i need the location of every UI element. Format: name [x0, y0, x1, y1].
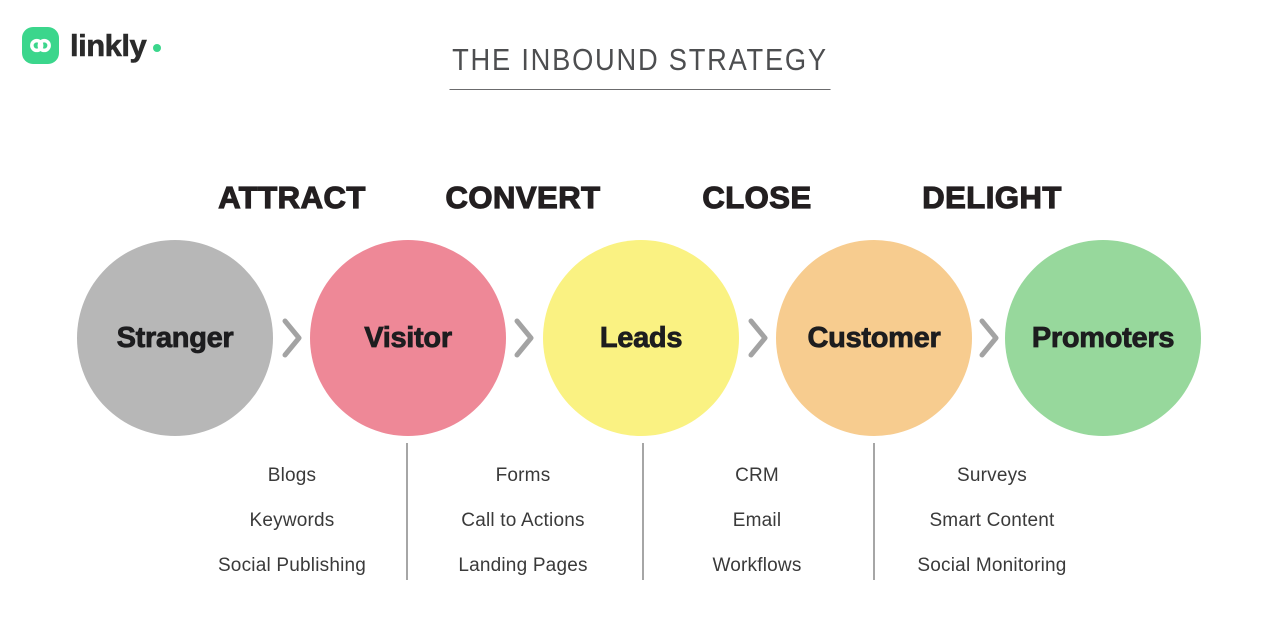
persona-circle-stranger: Stranger [77, 240, 273, 436]
tool-item: Blogs [267, 465, 317, 486]
stage-label-delight: DELIGHT [922, 179, 1062, 215]
column-divider [873, 443, 875, 580]
page-title: THE INBOUND STRATEGY [452, 42, 828, 77]
persona-label: Stranger [116, 321, 234, 354]
tool-item: Smart Content [929, 510, 1055, 531]
tools-attract: Blogs Keywords Social Publishing [142, 464, 442, 599]
tool-item: Call to Actions [461, 510, 585, 531]
persona-label: Visitor [364, 321, 453, 354]
chevron-right-icon [979, 318, 999, 358]
tool-item: Keywords [249, 510, 335, 531]
chevron-right-icon [514, 318, 534, 358]
page-title-underline: THE INBOUND STRATEGY [449, 42, 831, 90]
persona-circle-leads: Leads [543, 240, 739, 436]
tool-item: Surveys [956, 465, 1028, 486]
brand-logo: linkly [22, 27, 162, 64]
stage-label-close: CLOSE [702, 179, 812, 215]
persona-circle-promoters: Promoters [1005, 240, 1201, 436]
column-divider [406, 443, 408, 580]
tool-item: CRM [735, 465, 779, 486]
persona-label: Customer [807, 321, 941, 354]
stage-label-attract: ATTRACT [218, 179, 366, 215]
persona-label: Leads [599, 321, 683, 354]
tool-item: Social Publishing [217, 555, 367, 576]
link-infinity-icon [22, 27, 59, 64]
tool-item: Landing Pages [458, 555, 588, 576]
persona-label: Promoters [1031, 321, 1175, 354]
tools-delight: Surveys Smart Content Social Monitoring [842, 464, 1142, 599]
tool-item: Email [732, 510, 782, 531]
tools-close: CRM Email Workflows [607, 464, 907, 599]
persona-circle-customer: Customer [776, 240, 972, 436]
persona-circle-visitor: Visitor [310, 240, 506, 436]
stage-label-convert: CONVERT [445, 179, 601, 215]
tool-item: Social Monitoring [917, 555, 1067, 576]
tool-item: Forms [495, 465, 551, 486]
chevron-right-icon [748, 318, 768, 358]
chevron-right-icon [282, 318, 302, 358]
tools-convert: Forms Call to Actions Landing Pages [373, 464, 673, 599]
column-divider [642, 443, 644, 580]
tool-item: Workflows [712, 555, 802, 576]
brand-name: linkly [70, 27, 147, 63]
brand-dot-icon [153, 43, 162, 52]
